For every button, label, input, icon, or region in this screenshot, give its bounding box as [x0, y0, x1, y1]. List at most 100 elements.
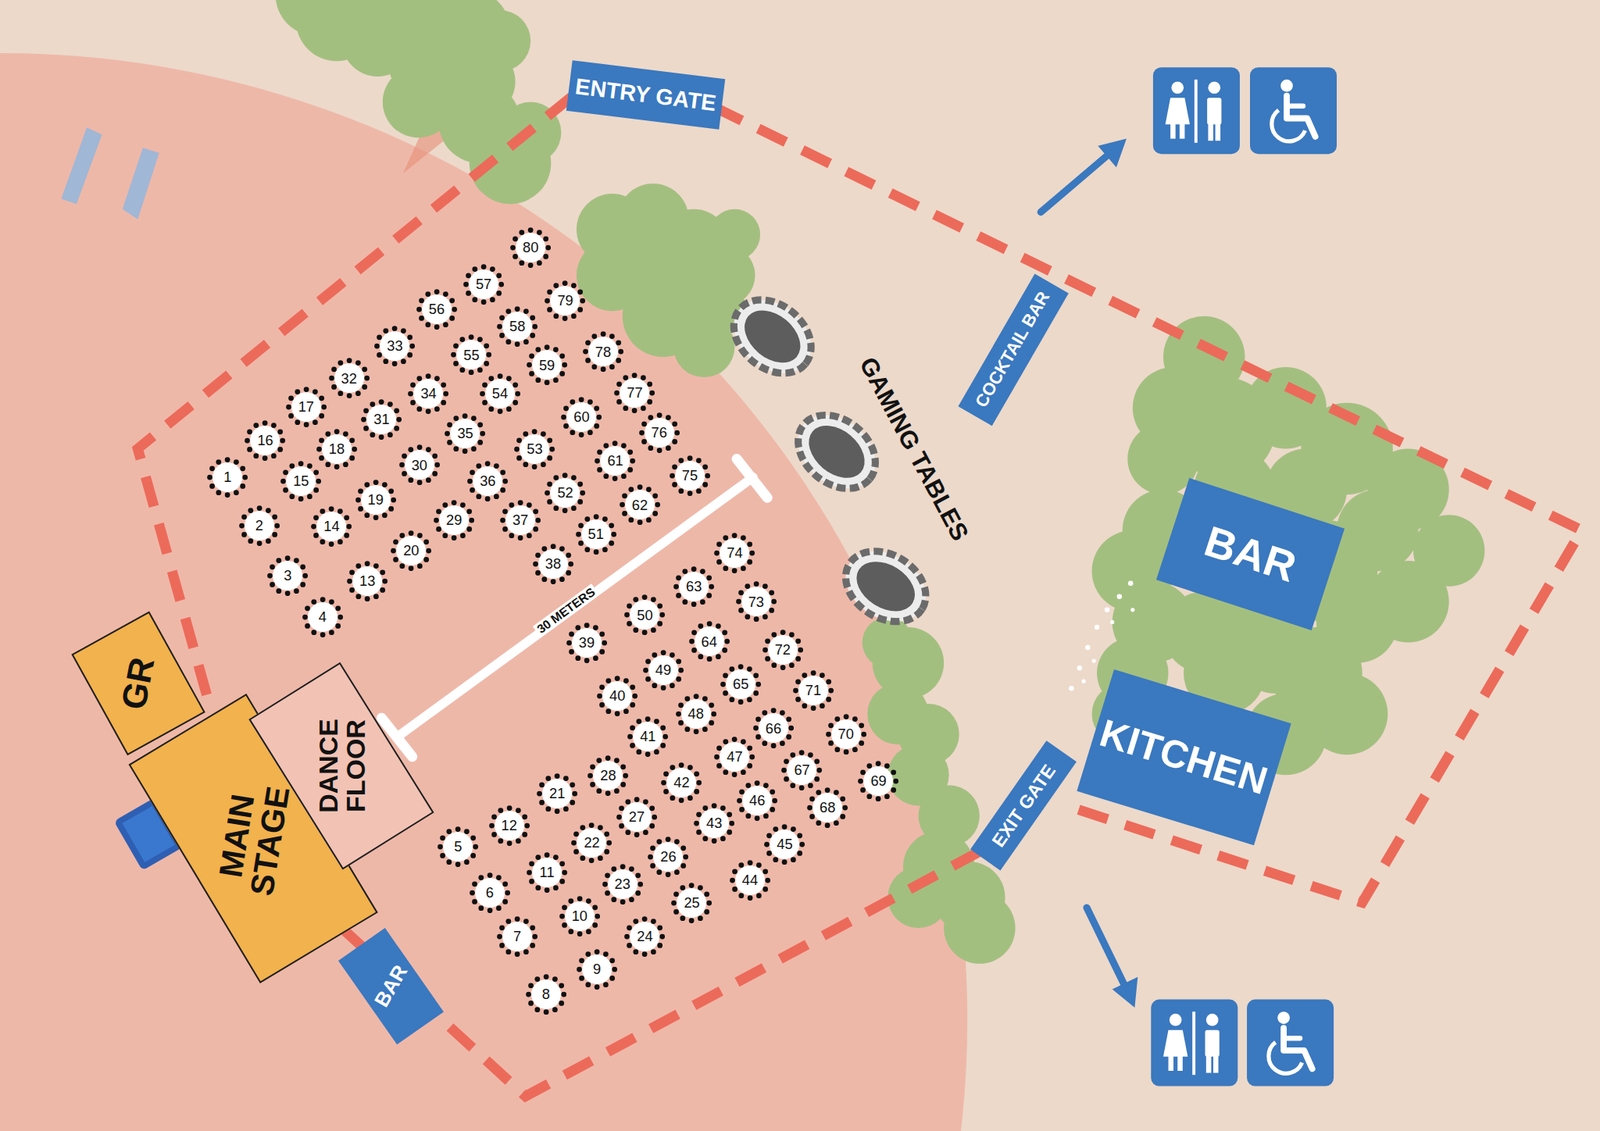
chair: [628, 517, 634, 524]
label-group: GR: [115, 654, 161, 713]
chair: [562, 472, 568, 479]
table-number: 3: [267, 555, 308, 597]
chair: [616, 399, 622, 405]
chair: [518, 229, 525, 236]
chair: [319, 632, 325, 638]
chair: [721, 647, 728, 654]
chair: [539, 800, 545, 806]
chair: [510, 245, 516, 251]
chair: [478, 439, 484, 446]
chair: [553, 378, 559, 384]
chair: [357, 506, 364, 512]
chair: [788, 725, 794, 732]
chair: [645, 716, 651, 722]
chair: [808, 752, 815, 758]
table-number: 41: [627, 716, 668, 758]
chair: [647, 445, 654, 451]
chair: [740, 769, 747, 775]
chair: [650, 863, 657, 869]
round-table: 11: [526, 852, 568, 893]
table-number: 28: [587, 755, 629, 797]
chair: [599, 631, 605, 637]
chair: [337, 614, 343, 621]
chair: [687, 455, 693, 461]
chair: [562, 280, 568, 286]
chair: [678, 703, 684, 709]
chair: [529, 314, 536, 321]
chair: [484, 343, 490, 350]
chair: [599, 649, 605, 655]
chair: [493, 494, 500, 500]
chair: [425, 447, 432, 454]
chair: [564, 423, 570, 429]
firework: [60, 127, 102, 204]
chair: [704, 472, 711, 479]
chair: [614, 788, 620, 794]
round-table: 55: [450, 334, 492, 375]
chair: [578, 307, 584, 313]
chair: [669, 682, 675, 689]
chair: [833, 821, 840, 827]
chair: [399, 462, 405, 468]
chair: [453, 415, 460, 422]
chair: [280, 478, 286, 485]
chair: [860, 732, 867, 738]
chair: [611, 966, 618, 972]
table-number: 38: [532, 543, 574, 585]
chair: [559, 576, 565, 583]
chair: [465, 273, 472, 279]
chair: [542, 236, 549, 243]
chair: [293, 588, 300, 594]
table-number: 25: [671, 882, 712, 924]
chair: [592, 904, 598, 911]
chair: [545, 298, 551, 304]
chair: [392, 325, 398, 332]
chair: [678, 797, 685, 804]
chair: [584, 516, 590, 522]
chair: [609, 957, 615, 964]
chair: [276, 557, 283, 564]
chair: [233, 489, 240, 496]
chair: [585, 928, 592, 935]
chair: [636, 749, 643, 755]
round-table: 64: [689, 621, 730, 662]
chair: [608, 523, 615, 529]
chair: [809, 814, 815, 820]
chair: [526, 869, 533, 875]
chair: [328, 541, 335, 547]
chair: [325, 461, 331, 468]
chair: [616, 381, 622, 387]
round-table: 8: [525, 974, 567, 1015]
chair: [387, 432, 393, 438]
table-number: 66: [753, 707, 794, 749]
chair: [754, 780, 761, 786]
chair: [478, 421, 484, 428]
chair: [771, 599, 777, 605]
chair: [819, 672, 825, 679]
gaming-table: [719, 285, 826, 390]
chair: [605, 755, 611, 761]
chair: [642, 799, 649, 805]
chair: [578, 499, 584, 505]
chair: [300, 582, 306, 588]
chair: [471, 853, 477, 859]
chair: [285, 555, 291, 561]
chair: [674, 839, 680, 845]
chair: [563, 775, 569, 782]
chair: [589, 764, 596, 770]
chair: [651, 682, 658, 689]
round-table: 60: [560, 396, 602, 438]
chair: [574, 849, 580, 855]
chair: [499, 332, 505, 339]
chair: [754, 815, 761, 822]
chair: [209, 466, 215, 472]
chair: [779, 629, 786, 636]
chair: [828, 723, 834, 729]
chair: [434, 375, 440, 382]
chair: [627, 621, 633, 627]
chair: [623, 405, 629, 411]
round-table: 21: [536, 773, 578, 815]
chair: [532, 324, 538, 330]
chair: [506, 840, 512, 847]
chair: [645, 658, 651, 665]
